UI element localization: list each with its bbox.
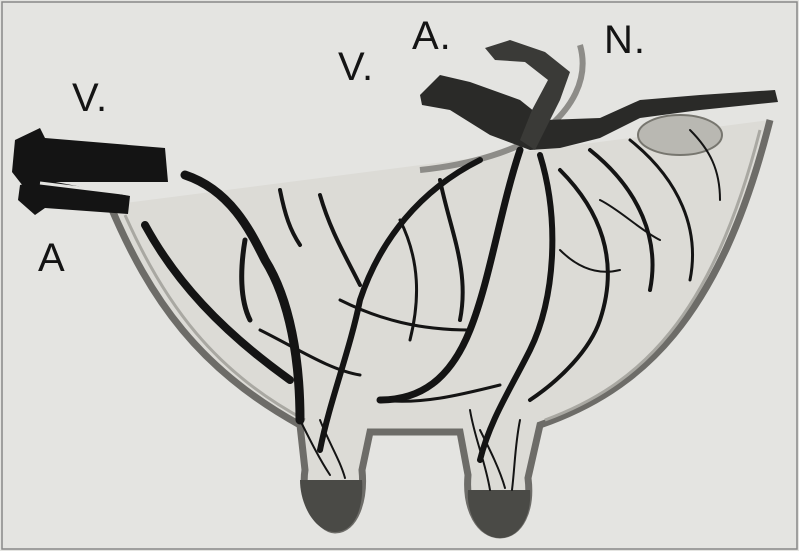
label-vein-top: V. bbox=[338, 47, 374, 87]
label-artery-left: A bbox=[38, 238, 66, 278]
artery-trunk-left bbox=[18, 180, 130, 215]
lymph-gland bbox=[638, 115, 722, 155]
teat-tip-right bbox=[468, 490, 530, 538]
label-artery-top: A. bbox=[412, 16, 452, 56]
label-vein-left: V. bbox=[72, 78, 108, 118]
label-nerve: N. bbox=[604, 20, 646, 60]
